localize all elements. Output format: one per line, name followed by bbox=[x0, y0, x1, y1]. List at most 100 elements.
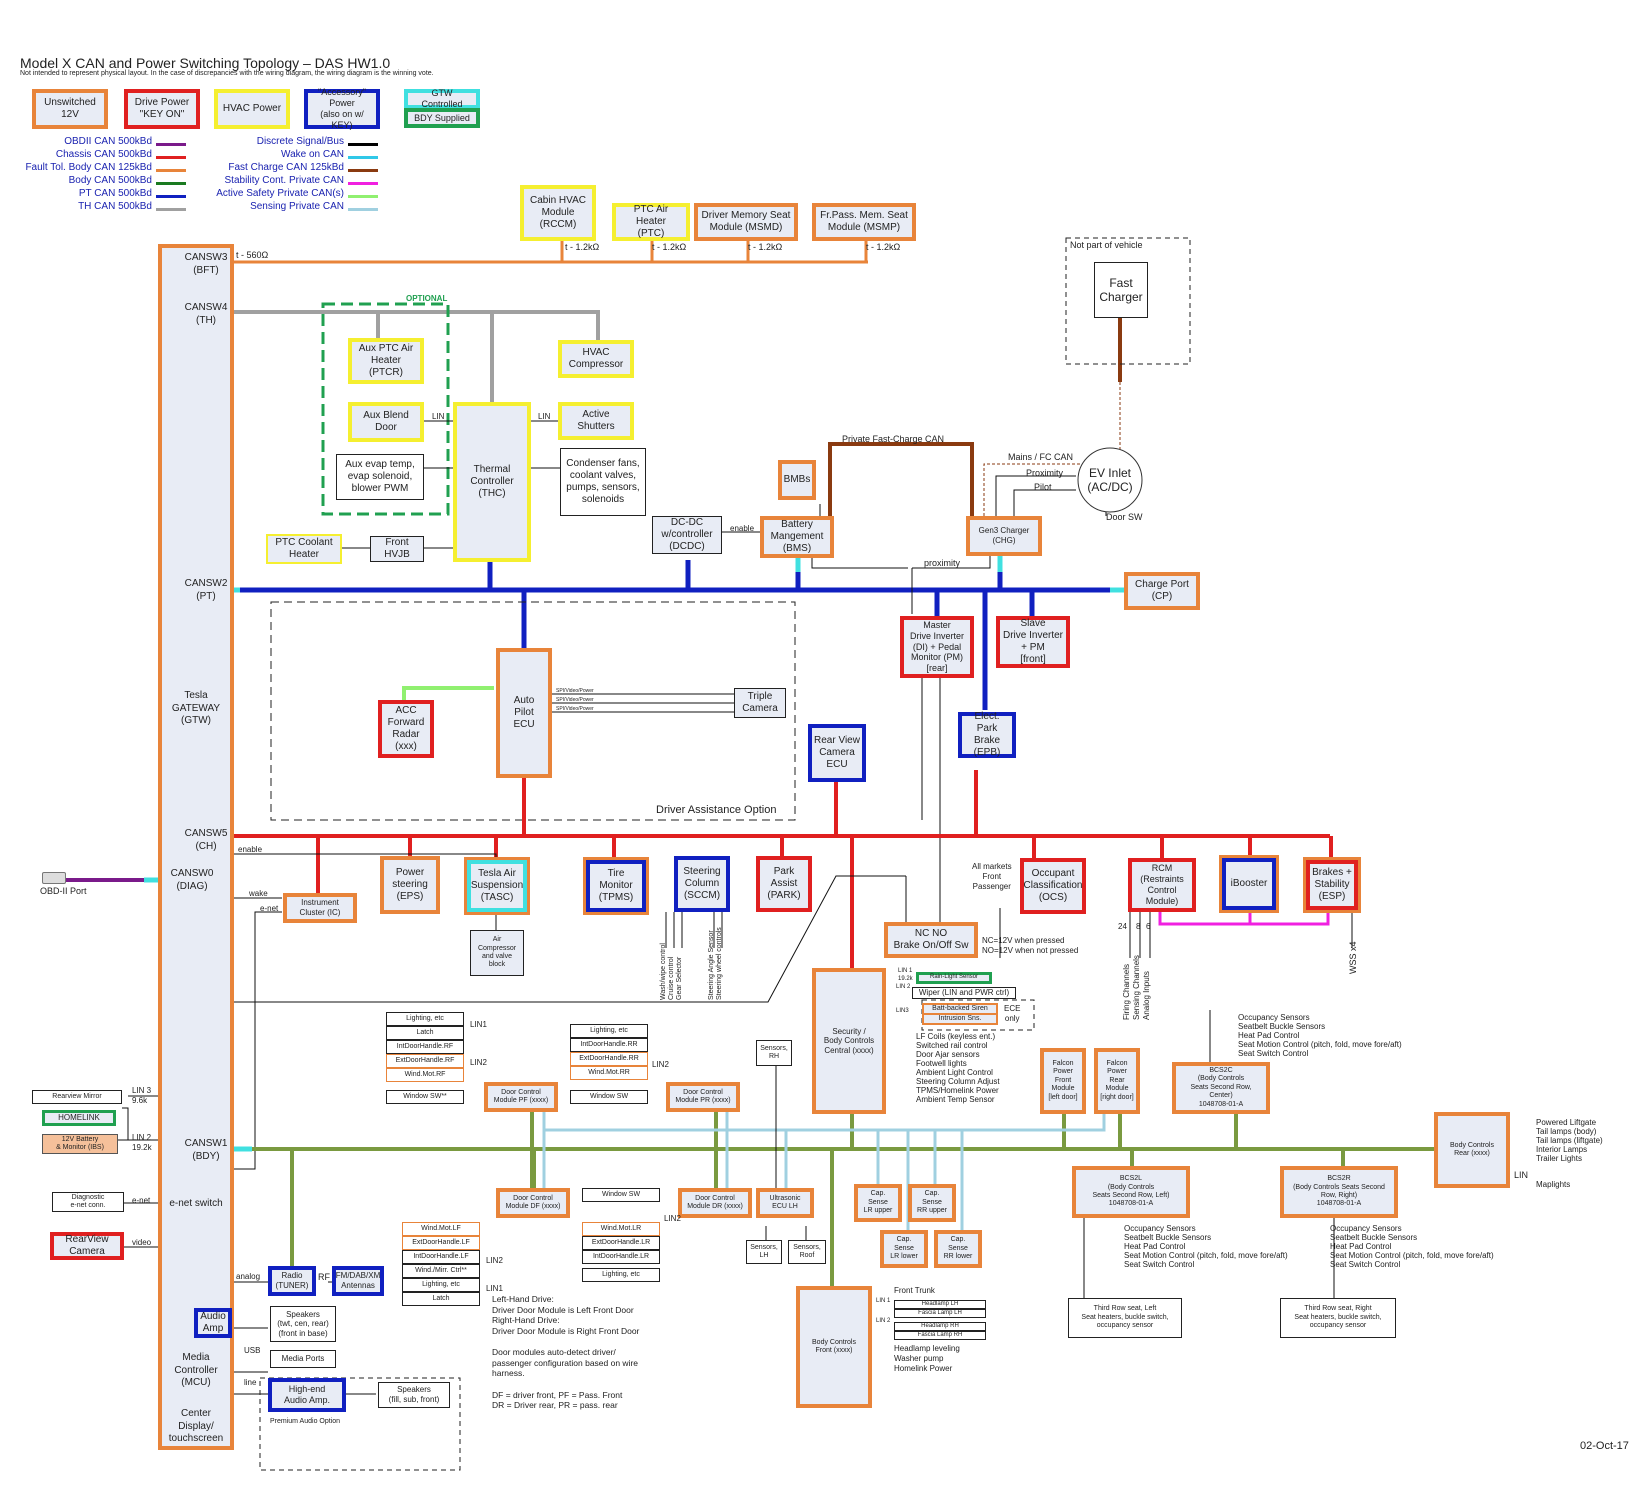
bmbs: BMBs bbox=[778, 460, 816, 500]
door-dr-item: Wind.Mot.LR bbox=[582, 1222, 660, 1236]
window-sw-pr: Window SW bbox=[570, 1090, 648, 1104]
bcs2r: BCS2R (Body Controls Seats Second Row, R… bbox=[1280, 1166, 1398, 1218]
bft-bus bbox=[224, 240, 868, 264]
security-output-item: TPMS/Homelink Power bbox=[916, 1086, 999, 1095]
door-dr-item: IntDoorHandle.LR bbox=[582, 1250, 660, 1264]
sensors-rh: Sensors, RH bbox=[756, 1040, 792, 1066]
acc-forward-radar: ACC Forward Radar (xxx) bbox=[378, 700, 434, 758]
bcs2c-output-item: Seatbelt Buckle Sensors bbox=[1238, 1022, 1326, 1031]
legend-bus-label: Active Safety Private CAN(s) bbox=[216, 188, 344, 199]
door-df-item: Lighting, etc bbox=[402, 1278, 480, 1292]
bcr-output-item: Tail lamps (liftgate) bbox=[1536, 1136, 1603, 1145]
bcs2r-output-item: Seatbelt Buckle Sensors bbox=[1330, 1233, 1418, 1242]
rearview-camera: RearView Camera bbox=[50, 1232, 124, 1260]
hvac-compressor: HVAC Compressor bbox=[558, 340, 634, 378]
date-stamp: 02-Oct-17 bbox=[1580, 1440, 1629, 1452]
gateway-name: Tesla GATEWAY (GTW) bbox=[171, 690, 221, 726]
bcf-lamp: Fascia Lamp RH bbox=[894, 1331, 986, 1340]
legend-hvac-power: HVAC Power bbox=[214, 89, 290, 129]
door-pr-item: Lighting, etc bbox=[570, 1024, 648, 1038]
aux-evap: Aux evap temp, evap solenoid, blower PWM bbox=[336, 454, 424, 500]
legend-bus-swatch bbox=[156, 182, 186, 185]
door-pf-item: Wind.Mot.RF bbox=[386, 1068, 464, 1082]
port-pt: CANSW2 (PT) bbox=[184, 578, 228, 602]
not-part-of-vehicle-region bbox=[1065, 237, 1191, 365]
maplights: Maplights bbox=[1536, 1180, 1571, 1189]
bcr-lin: LIN bbox=[1514, 1170, 1529, 1180]
legend-bus-swatch bbox=[156, 143, 186, 146]
brake-on-off-switch: NC NO Brake On/Off Sw bbox=[884, 922, 978, 958]
all-markets-label: All markets Front Passenger bbox=[972, 862, 1012, 891]
cap-sense-lr-upper: Cap. Sense LR upper bbox=[854, 1184, 902, 1222]
door-df-item: IntDoorHandle.LF bbox=[402, 1250, 480, 1264]
charge-port: Charge Port (CP) bbox=[1124, 572, 1200, 610]
port-bdy: CANSW1 (BDY) bbox=[184, 1138, 228, 1162]
tire-monitor: Tire Monitor (TPMS) bbox=[583, 857, 649, 915]
door-control-pr: Door Control Module PR (xxxx) bbox=[666, 1082, 740, 1112]
proximity2-label: proximity bbox=[924, 558, 961, 568]
door-pf-item: Lighting, etc bbox=[386, 1012, 464, 1026]
power-steering: Power steering (EPS) bbox=[380, 856, 440, 914]
legend-bus-label: OBDII CAN 500kBd bbox=[64, 136, 152, 147]
legend-bus-label: Chassis CAN 500kBd bbox=[55, 149, 152, 160]
legend-bus-label: PT CAN 500kBd bbox=[78, 188, 152, 199]
chassis-bus bbox=[224, 770, 1333, 968]
park-assist: Park Assist (PARK) bbox=[756, 856, 812, 912]
mains-fc-label: Mains / FC CAN bbox=[1008, 452, 1074, 462]
lighting-dr: Lighting, etc bbox=[582, 1268, 660, 1282]
port-th: CANSW4 (TH) bbox=[184, 302, 228, 326]
legend-bus-swatch bbox=[348, 169, 378, 172]
msmp-term: t - 1.2kΩ bbox=[866, 242, 901, 252]
spi-label-3: SPI/Video/Power bbox=[556, 706, 594, 712]
bdy-lin3: LIN 3 9.6k bbox=[132, 1086, 152, 1105]
bcs2c: BCS2C (Body Controls Seats Second Row, C… bbox=[1172, 1062, 1270, 1114]
pt-bus bbox=[240, 560, 1110, 710]
ptc-coolant-heater: PTC Coolant Heater bbox=[266, 534, 342, 564]
sccm-signal-label: Steering wheel controls bbox=[716, 927, 723, 1000]
antennas: FM/DAB/XM Antennas bbox=[332, 1266, 384, 1296]
active-shutters: Active Shutters bbox=[558, 402, 634, 440]
legend-bus-label: TH CAN 500kBd bbox=[78, 201, 152, 212]
media-controller: Media Controller (MCU) bbox=[174, 1352, 218, 1388]
diagnostic-enet: Diagnostic e-net conn. bbox=[52, 1192, 124, 1212]
spi-label-2: SPI/Video/Power bbox=[556, 697, 594, 703]
window-sw-pf: Window SW** bbox=[386, 1090, 464, 1104]
port-bft: CANSW3 (BFT) bbox=[184, 252, 228, 276]
bft-termination: t - 560Ω bbox=[236, 250, 269, 260]
legend-bus-swatch bbox=[156, 169, 186, 172]
df-lin1: LIN1 bbox=[486, 1284, 503, 1293]
pf-lin2: LIN2 bbox=[470, 1058, 487, 1067]
door-pr-item: Wind.Mot.RR bbox=[570, 1066, 648, 1080]
slave-drive-inverter: Slave Drive Inverter + PM [front] bbox=[996, 616, 1070, 668]
security-output-item: Ambient Light Control bbox=[916, 1068, 993, 1077]
fast-charger: Fast Charger bbox=[1094, 262, 1148, 318]
door-df-item: Wind./Mirr. Ctrl** bbox=[402, 1264, 480, 1278]
pr-lin2: LIN2 bbox=[652, 1060, 669, 1069]
sec-lin2: LIN 2 bbox=[896, 984, 911, 990]
legend-bus-label: Discrete Signal/Bus bbox=[256, 136, 344, 147]
door-pr-item: IntDoorHandle.RR bbox=[570, 1038, 648, 1052]
legend-bus-swatch bbox=[348, 195, 378, 198]
legend-bus-label: Fault Tol. Body CAN 125kBd bbox=[25, 162, 152, 173]
bcr-output-item: Trailer Lights bbox=[1536, 1154, 1582, 1163]
video-label: video bbox=[132, 1238, 152, 1247]
brake-switch-note: NC=12V when pressed NO=12V when not pres… bbox=[982, 936, 1079, 955]
rccm-module: Cabin HVAC Module (RCCM) bbox=[520, 185, 596, 241]
legend-bus-swatch bbox=[156, 208, 186, 211]
bcs2c-output-item: Seat Switch Control bbox=[1238, 1049, 1309, 1058]
security-output-item: Ambient Temp Sensor bbox=[916, 1095, 995, 1104]
wake-label: wake bbox=[249, 889, 268, 898]
door-df-item: Wind.Mot.LF bbox=[402, 1222, 480, 1236]
gateway-block bbox=[158, 244, 234, 1450]
thermal-controller: Thermal Controller (THC) bbox=[453, 402, 531, 562]
sccm-signal-label: Steering Angle Sensor bbox=[708, 930, 715, 1000]
bcf-lin2: LIN 2 bbox=[876, 1318, 891, 1324]
usb-label: USB bbox=[244, 1346, 261, 1355]
body-controls-rear: Body Controls Rear (xxxx) bbox=[1434, 1112, 1510, 1188]
legend-bus-swatch bbox=[348, 182, 378, 185]
door-pr-item: ExtDoorHandle.RR bbox=[570, 1052, 648, 1066]
sensors-lh: Sensors, LH bbox=[746, 1240, 782, 1264]
bcf-output-item: Headlamp leveling bbox=[894, 1344, 960, 1353]
sec-lin3: LIN3 bbox=[896, 1008, 909, 1014]
df-lin2: LIN2 bbox=[486, 1256, 503, 1265]
